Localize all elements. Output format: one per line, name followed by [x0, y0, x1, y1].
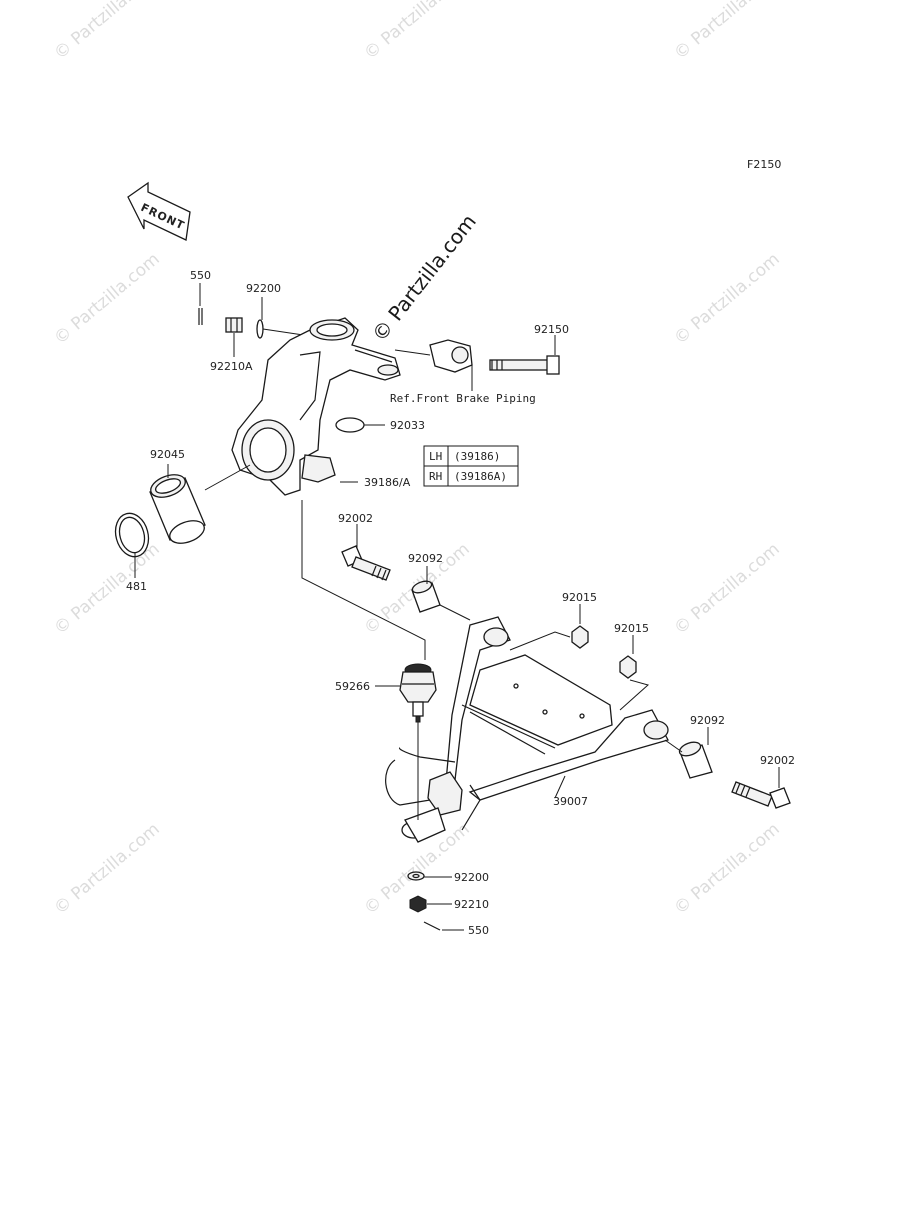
axis-line	[509, 631, 571, 651]
callout-92002-left: 92002	[338, 512, 373, 525]
watermark: © Partzilla.com	[670, 0, 783, 64]
cotter-pin-icon	[198, 308, 203, 325]
axis-line	[394, 349, 431, 356]
watermark: © Partzilla.com	[50, 249, 163, 349]
flange-nut-icon	[619, 655, 637, 679]
callout-39007: 39007	[553, 795, 588, 808]
castle-nut-icon	[225, 317, 243, 333]
callout-481: 481	[126, 580, 147, 593]
table-side-lh: LH	[429, 450, 442, 463]
circlip-icon	[335, 417, 365, 433]
callout-92045: 92045	[150, 448, 185, 461]
figure-code: F2150	[747, 158, 781, 171]
brake-bracket-icon	[429, 339, 473, 373]
watermark: © Partzilla.com	[50, 819, 163, 919]
axis-line	[301, 500, 426, 660]
bearing-icon	[149, 474, 206, 544]
callout-92210a: 92210A	[210, 360, 253, 373]
watermark-large: © Partzilla.com	[367, 210, 481, 346]
axis-line	[204, 464, 251, 491]
washer-icon	[256, 319, 264, 339]
pivot-bolt-icon	[341, 545, 391, 581]
front-arrow-icon: FRONT	[127, 181, 191, 241]
axis-line	[619, 679, 650, 711]
callout-92015-b: 92015	[614, 622, 649, 635]
table-side-rh: RH	[429, 470, 442, 483]
callout-92015-a: 92015	[562, 591, 597, 604]
bolt-icon	[489, 355, 560, 375]
leader-line	[554, 775, 566, 799]
washer-icon	[407, 871, 425, 881]
circlip-large-icon	[114, 512, 150, 558]
callout-39186a: 39186/A	[364, 476, 411, 489]
callout-92210: 92210	[454, 898, 489, 911]
callout-92150: 92150	[534, 323, 569, 336]
callout-92092-left: 92092	[408, 552, 443, 565]
bushing-icon	[678, 741, 713, 779]
callout-59266: 59266	[335, 680, 370, 693]
a-arm-icon	[385, 616, 669, 843]
table-part-lh: (39186)	[454, 450, 500, 463]
callout-92092-right: 92092	[690, 714, 725, 727]
callout-92200-bottom: 92200	[454, 871, 489, 884]
watermark: © Partzilla.com	[50, 0, 163, 64]
callout-92033: 92033	[390, 419, 425, 432]
axis-line	[439, 604, 471, 621]
watermark: © Partzilla.com	[670, 249, 783, 349]
watermark: © Partzilla.com	[670, 819, 783, 919]
pivot-bolt-icon	[731, 781, 791, 809]
axis-line	[664, 739, 683, 753]
callout-550-bottom: 550	[468, 924, 489, 937]
table-part-rh: (39186A)	[454, 470, 507, 483]
castle-nut-icon	[409, 895, 427, 913]
watermark: © Partzilla.com	[670, 539, 783, 639]
ref-note: Ref.Front Brake Piping	[390, 392, 536, 405]
steering-knuckle-icon	[231, 317, 401, 496]
ball-joint-icon	[399, 663, 437, 723]
side-table: LH (39186) RH (39186A)	[423, 445, 519, 487]
flange-nut-icon	[571, 625, 589, 649]
callout-92002-right: 92002	[760, 754, 795, 767]
callout-92200-top: 92200	[246, 282, 281, 295]
watermark: © Partzilla.com	[360, 0, 473, 64]
callout-550-top: 550	[190, 269, 211, 282]
cotter-pin-icon	[423, 921, 441, 931]
